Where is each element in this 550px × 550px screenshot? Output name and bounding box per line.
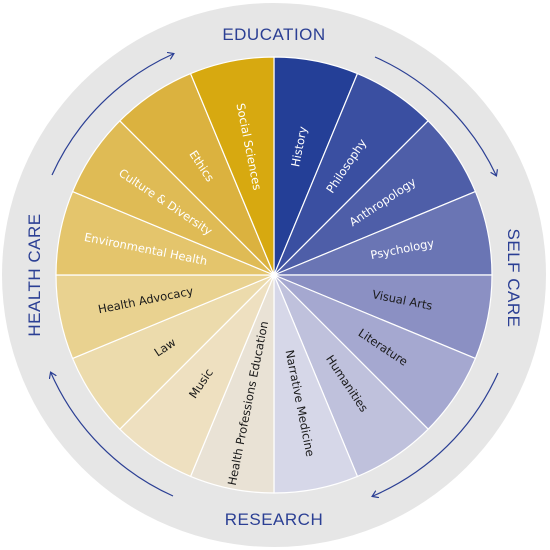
ring-label-health-care: HEALTH CARE (25, 213, 44, 336)
ring-label-research: RESEARCH (225, 510, 323, 529)
arrow-research-to-health-care (51, 373, 174, 497)
arrow-self-care-to-research (373, 372, 499, 496)
segments-layer (55, 56, 493, 494)
ring-label-education: EDUCATION (222, 25, 325, 44)
arrow-education-to-self-care (374, 56, 496, 175)
segment-social-sciences (189, 56, 275, 276)
arrow-health-care-to-education (51, 54, 173, 176)
ring-label-self-care: SELF CARE (504, 229, 523, 328)
cycle-arrows (51, 54, 499, 497)
